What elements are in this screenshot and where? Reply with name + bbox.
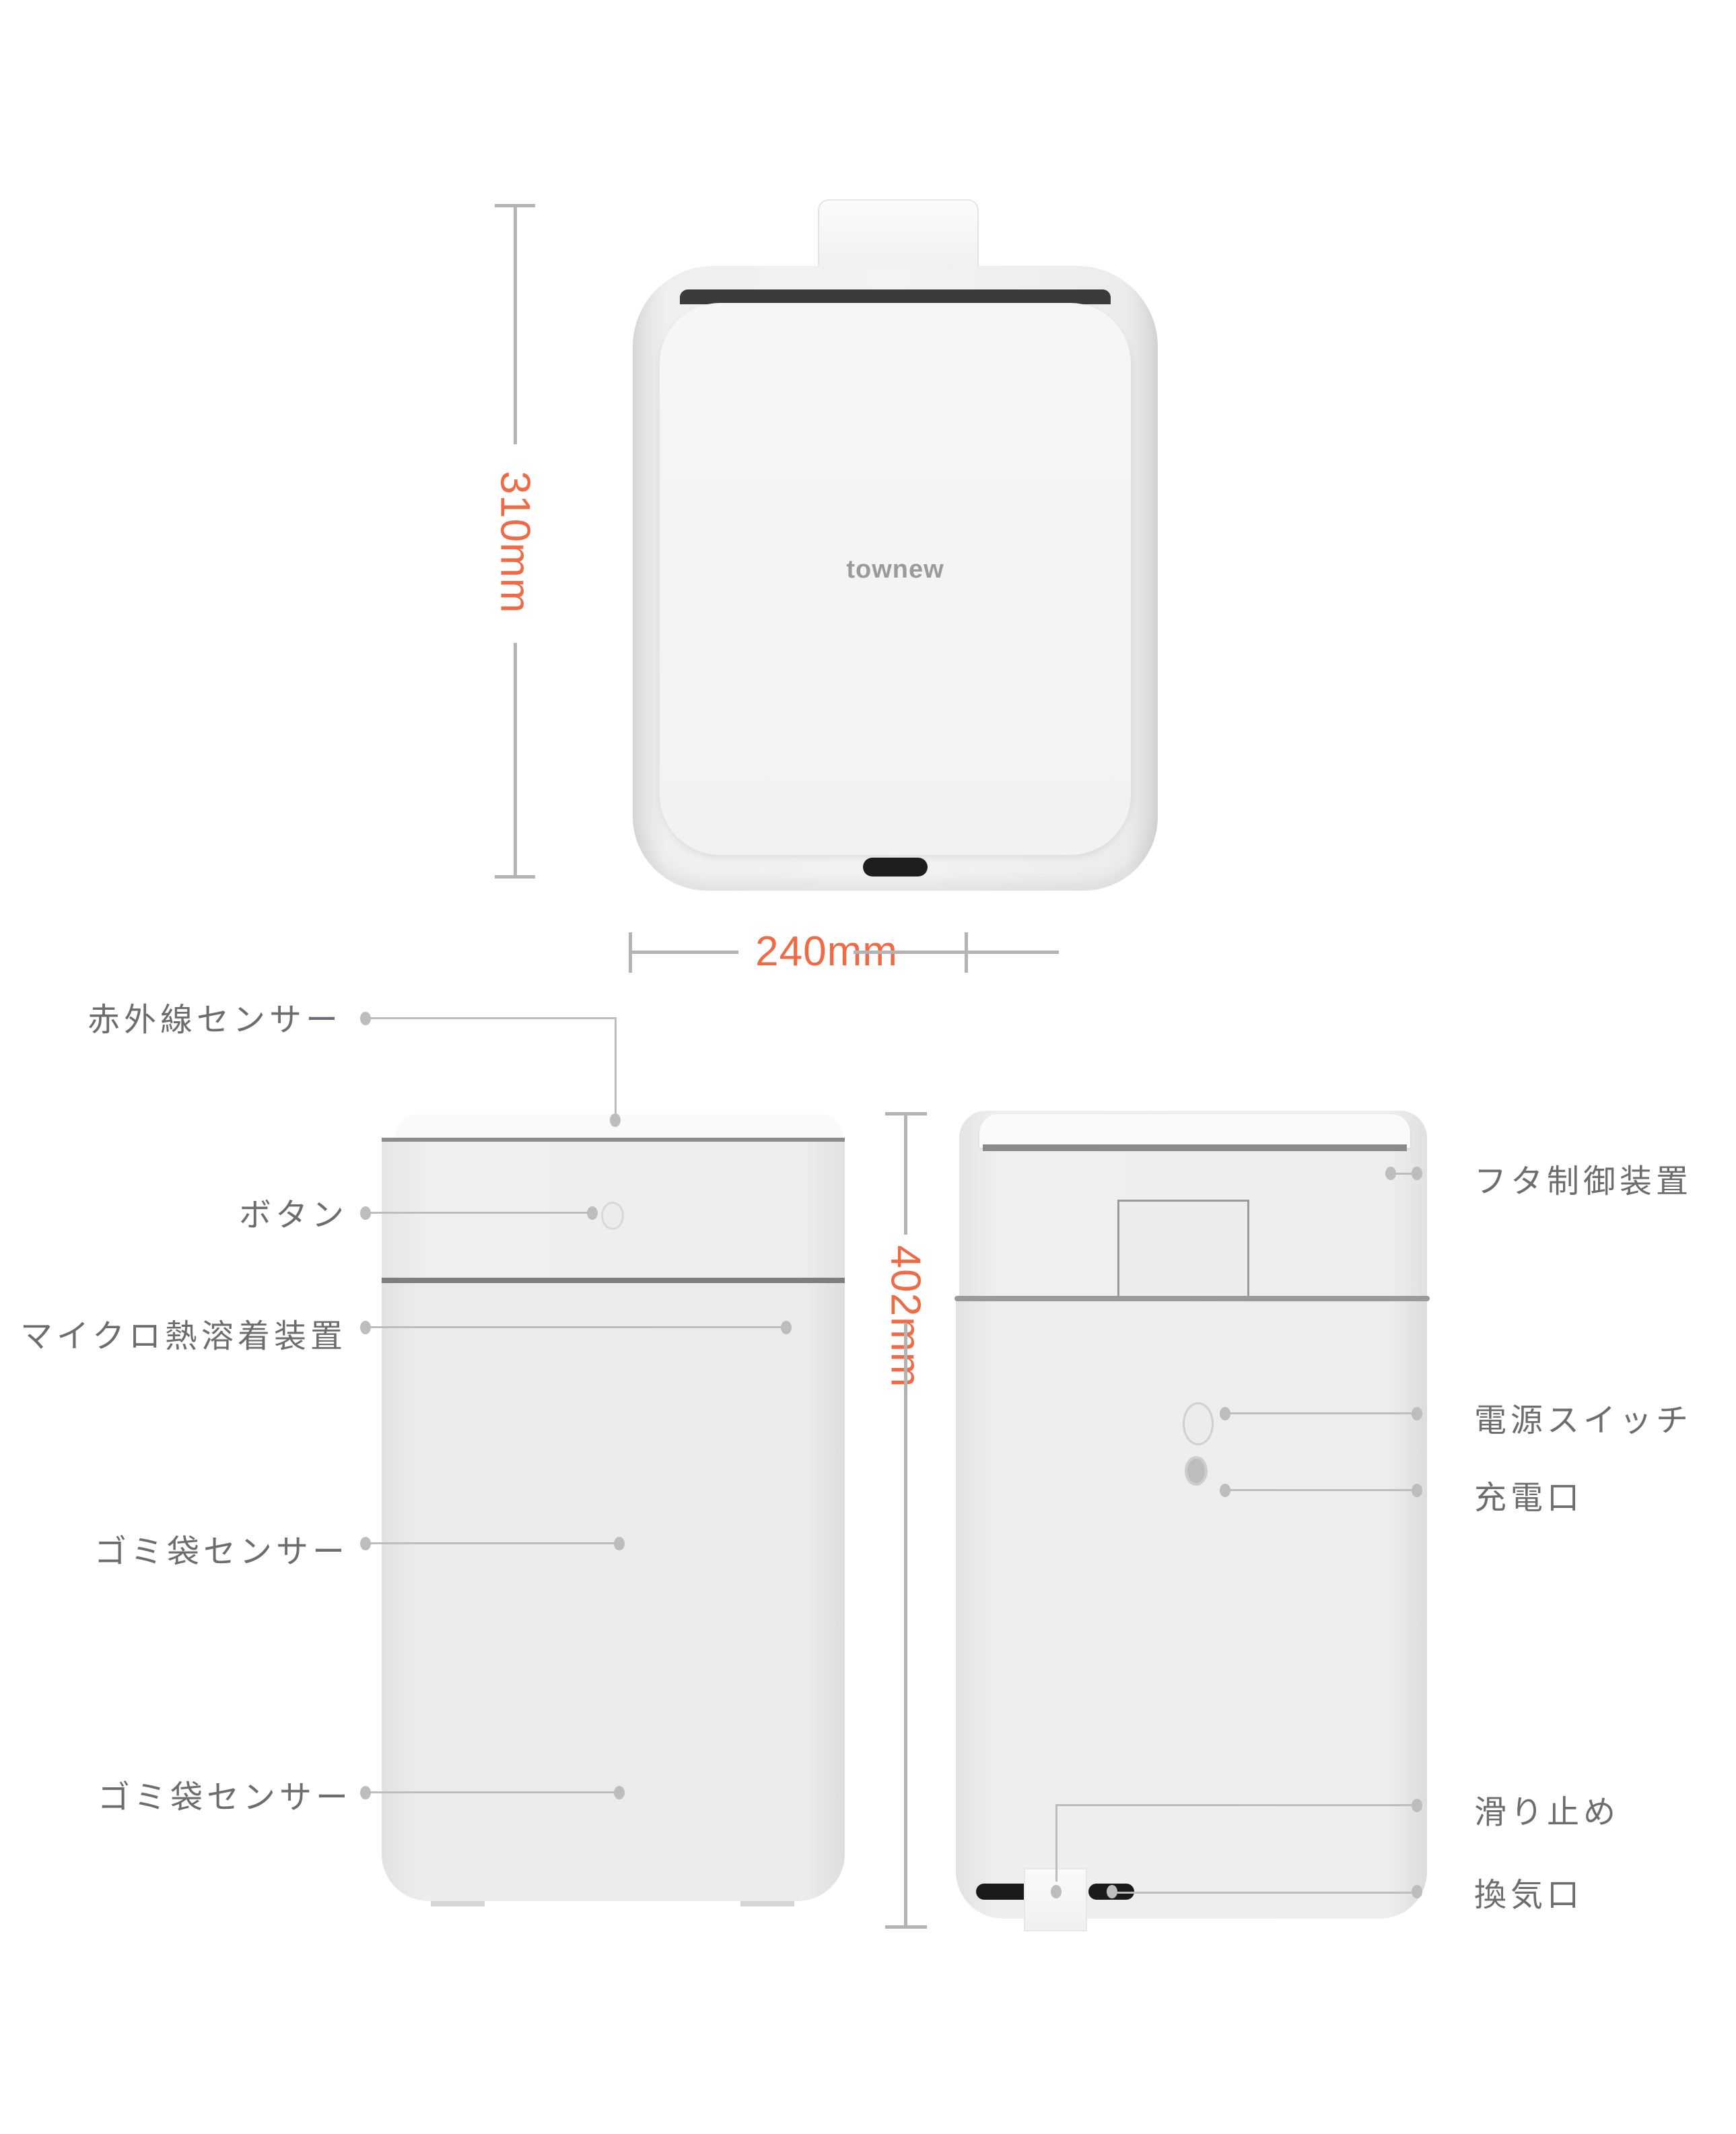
charging-port [1185, 1456, 1208, 1486]
target-dot [587, 1206, 598, 1220]
target-dot [614, 1786, 625, 1799]
dimension-line-upper [904, 1112, 907, 1235]
dimension-cap-bottom [885, 1925, 927, 1929]
width-dimension-cap-left [629, 932, 632, 973]
leader-line [367, 1212, 592, 1214]
target-dot [1220, 1484, 1230, 1497]
front-seam [382, 1278, 845, 1283]
callout-dot [1412, 1885, 1422, 1898]
power-switch [1183, 1402, 1214, 1445]
leader-line [1055, 1804, 1057, 1882]
top-port [863, 858, 928, 876]
height-dimension-line-upper [514, 204, 517, 444]
callout-dot [1412, 1484, 1422, 1497]
width-dimension-line-left [631, 951, 738, 954]
brand-logo: townew [846, 555, 944, 584]
callout-dot [1412, 1799, 1422, 1812]
height-dimension-line-lower [514, 643, 517, 879]
callout-dot [1412, 1407, 1422, 1420]
target-dot [1385, 1167, 1396, 1180]
front-upper-body [382, 1138, 845, 1282]
back-lower-body [956, 1301, 1427, 1919]
back-window [1117, 1200, 1249, 1299]
width-dimension-cap-right [965, 932, 968, 973]
leader-line [367, 1326, 784, 1328]
leader-line [1226, 1412, 1416, 1414]
front-foot-right [740, 1901, 794, 1906]
top-lid: townew [660, 303, 1131, 855]
target-dot [781, 1321, 792, 1334]
target-dot [1051, 1885, 1062, 1898]
back-seam [954, 1296, 1430, 1301]
target-dot [1220, 1407, 1230, 1420]
leader-line [367, 1791, 619, 1793]
leader-line [1055, 1804, 1416, 1806]
target-dot [614, 1537, 625, 1550]
callout-bag-sensor-upper: ゴミ袋センサー [94, 1533, 349, 1571]
height-dimension-cap-bottom [495, 875, 535, 879]
front-lower-body [382, 1283, 845, 1901]
leader-line [367, 1542, 619, 1544]
target-dot [1107, 1885, 1117, 1898]
callout-micro-heat-sealer: マイクロ熱溶着装置 [20, 1317, 347, 1355]
width-dimension-line-right [854, 951, 1059, 954]
dimension-line-lower [904, 1323, 907, 1929]
callout-infrared-sensor: 赤外線センサー [88, 1001, 343, 1039]
callout-button: ボタン [239, 1196, 349, 1234]
callout-dot [360, 1206, 371, 1220]
callout-non-slip: 滑り止め [1474, 1793, 1620, 1831]
callout-lid-control: フタ制御装置 [1474, 1163, 1693, 1200]
height-dimension-label: 310mm [491, 471, 539, 614]
top-clip [818, 199, 979, 268]
callout-dot [360, 1321, 371, 1334]
leader-line [1392, 1173, 1416, 1175]
back-slot [983, 1144, 1407, 1151]
front-button [601, 1202, 624, 1230]
callout-charging-port: 充電口 [1474, 1479, 1584, 1517]
callout-dot [1412, 1167, 1422, 1180]
callout-dot [360, 1786, 371, 1799]
callout-dot [360, 1012, 371, 1025]
leader-line [1113, 1892, 1416, 1894]
target-dot [610, 1113, 621, 1127]
callout-bag-sensor-lower: ゴミ袋センサー [98, 1779, 353, 1816]
leader-line [1226, 1489, 1416, 1491]
front-foot-left [431, 1901, 485, 1906]
callout-dot [360, 1537, 371, 1550]
leader-line [615, 1017, 617, 1118]
leader-line [367, 1017, 616, 1019]
top-slot [680, 289, 1111, 304]
callout-vent: 換気口 [1474, 1876, 1584, 1914]
back-lid [979, 1114, 1410, 1148]
callout-power-switch: 電源スイッチ [1474, 1402, 1693, 1439]
